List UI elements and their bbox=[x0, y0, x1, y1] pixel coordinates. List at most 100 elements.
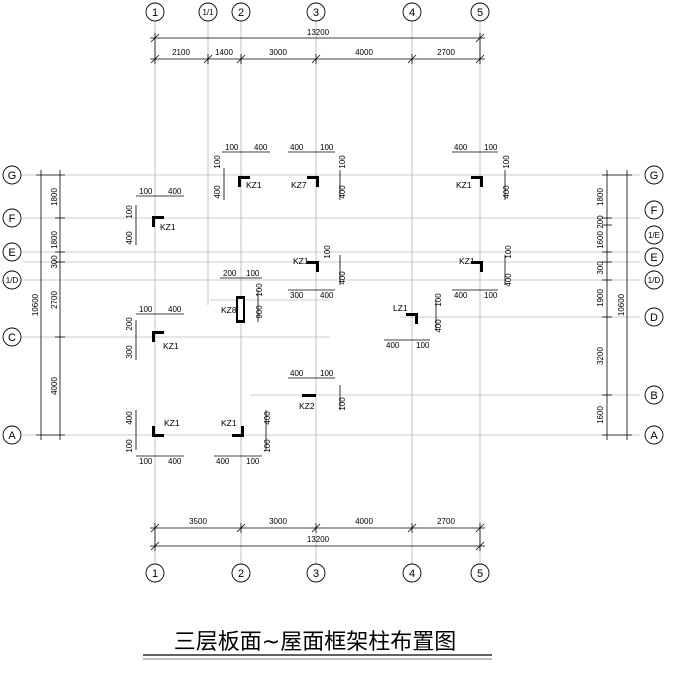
column-dim: 200 bbox=[223, 269, 237, 278]
column-dim: 100 bbox=[213, 155, 222, 169]
column-label: KZ1 bbox=[246, 180, 262, 190]
axis-bubble-right-1-D: 1/D bbox=[648, 276, 661, 285]
column-dim: 100 bbox=[125, 205, 134, 219]
axis-bubble-left-A: A bbox=[8, 430, 16, 442]
dim-left-total: 10600 bbox=[31, 293, 40, 316]
column-label: KZ2 bbox=[299, 401, 315, 411]
column-dim: 300 bbox=[290, 291, 304, 300]
column-dim: 100 bbox=[416, 341, 430, 350]
axis-bubble-right-1-E: 1/E bbox=[648, 231, 660, 240]
column-label: KZ1 bbox=[164, 418, 180, 428]
dim-right-total: 10600 bbox=[617, 293, 626, 316]
column-dim: 400 bbox=[125, 231, 134, 245]
column-kz1: KZ1 400 100 100 400 bbox=[125, 411, 182, 466]
axis-bubble-bottom-2: 2 bbox=[238, 568, 244, 580]
dim-left-seg: 1800 bbox=[50, 231, 59, 249]
column-dim: 400 bbox=[263, 411, 272, 425]
axis-bubble-top-1-1: 1/1 bbox=[202, 8, 214, 17]
dim-right-seg: 300 bbox=[596, 261, 605, 275]
column-label: KZ7 bbox=[291, 180, 307, 190]
left-dimension-chain: 1800 1800 300 2700 4000 10600 bbox=[31, 170, 65, 440]
column-lz1: KZ1 400 100 100 400 bbox=[454, 245, 513, 300]
column-kz1: KZ1 100 400 400 100 bbox=[125, 187, 182, 245]
column-label: KZ1 bbox=[456, 180, 472, 190]
top-dimension-chain: 13200 2100 1400 3000 4000 2700 bbox=[150, 28, 485, 64]
column-dim: 100 bbox=[139, 457, 153, 466]
axis-bubble-right-A: A bbox=[650, 430, 658, 442]
column-kz1: KZ1 100 400 300 400 bbox=[290, 245, 347, 300]
column-dim: 100 bbox=[504, 245, 513, 259]
column-dim: 100 bbox=[246, 269, 260, 278]
axis-bubble-left-1-D: 1/D bbox=[6, 276, 19, 285]
dim-right-seg: 200 bbox=[596, 215, 605, 229]
dim-top-seg: 2700 bbox=[437, 48, 455, 57]
drawing-title: 三层板面~屋面框架柱布置图 bbox=[174, 630, 456, 655]
dim-left-seg: 2700 bbox=[50, 291, 59, 309]
axis-bubble-left-G: G bbox=[8, 170, 17, 182]
dim-right-seg: 1600 bbox=[596, 406, 605, 424]
dim-right-seg: 3200 bbox=[596, 347, 605, 365]
column-dim: 400 bbox=[254, 143, 268, 152]
dim-bottom-total: 13200 bbox=[307, 535, 330, 544]
column-lz1: LZ1 400 100 100 400 bbox=[386, 293, 443, 350]
column-kz1: KZ1 100 400 200 300 bbox=[125, 305, 182, 359]
column-dim: 100 bbox=[246, 457, 260, 466]
axis-bubble-bottom-4: 4 bbox=[409, 568, 415, 580]
column-dim-ticks bbox=[135, 151, 506, 457]
axis-bubble-bottom-1: 1 bbox=[152, 568, 158, 580]
column-dim: 100 bbox=[320, 143, 334, 152]
column-label: LZ1 bbox=[393, 303, 408, 313]
column-dim: 400 bbox=[454, 143, 468, 152]
axis-bubble-top-3: 3 bbox=[313, 7, 319, 19]
column-dim: 900 bbox=[255, 305, 264, 319]
axis-bubble-right-B: B bbox=[650, 390, 657, 402]
dim-right-seg: 1900 bbox=[596, 289, 605, 307]
column-kz7: KZ7 400 100 100 400 bbox=[290, 143, 347, 199]
column-dim: 400 bbox=[454, 291, 468, 300]
bottom-dimension-chain: 3500 3000 4000 2700 13200 bbox=[150, 517, 485, 551]
axis-bubble-right-F: F bbox=[651, 205, 658, 217]
dim-bottom-seg: 4000 bbox=[355, 517, 373, 526]
column-dim: 100 bbox=[225, 143, 239, 152]
dim-top-seg: 4000 bbox=[355, 48, 373, 57]
column-dim: 100 bbox=[434, 293, 443, 307]
right-dimension-chain: 1800 200 1600 300 1900 3200 1600 10600 bbox=[596, 170, 632, 440]
column-label: KZ8 bbox=[221, 305, 237, 315]
dim-top-seg: 3000 bbox=[269, 48, 287, 57]
column-dim: 100 bbox=[139, 305, 153, 314]
column-dim: 200 bbox=[125, 317, 134, 331]
column-kz1: KZ1 400 100 400 100 bbox=[216, 411, 272, 466]
column-dim: 400 bbox=[216, 457, 230, 466]
column-dim: 400 bbox=[338, 271, 347, 285]
column-label: KZ1 bbox=[293, 256, 309, 266]
column-dim: 100 bbox=[255, 283, 264, 297]
column-dim: 100 bbox=[338, 155, 347, 169]
grid-lines bbox=[22, 20, 640, 563]
column-dim: 100 bbox=[323, 245, 332, 259]
column-label: KZ1 bbox=[459, 256, 475, 266]
column-dim: 100 bbox=[263, 439, 272, 453]
column-kz1: KZ1 100 400 400 100 bbox=[213, 143, 268, 199]
axis-bubble-top-4: 4 bbox=[409, 7, 415, 19]
axis-bubble-bottom-3: 3 bbox=[313, 568, 319, 580]
dim-bottom-seg: 3500 bbox=[189, 517, 207, 526]
axis-bubble-right-D: D bbox=[650, 312, 658, 324]
dim-right-seg: 1800 bbox=[596, 188, 605, 206]
axis-bubble-top-2: 2 bbox=[238, 7, 244, 19]
column-label: KZ1 bbox=[160, 222, 176, 232]
column-dim: 400 bbox=[320, 291, 334, 300]
dim-right-seg: 1600 bbox=[596, 231, 605, 249]
axis-bubble-left-C: C bbox=[8, 332, 16, 344]
column-dim: 100 bbox=[125, 439, 134, 453]
column-kz8: KZ8 200 100 100 900 bbox=[221, 269, 264, 323]
column-dim: 400 bbox=[125, 411, 134, 425]
column-dim: 100 bbox=[320, 369, 334, 378]
column-kz1: KZ1 400 100 100 400 bbox=[454, 143, 511, 199]
column-dim: 300 bbox=[125, 345, 134, 359]
column-dim: 100 bbox=[484, 291, 498, 300]
axis-bubble-top-1: 1 bbox=[152, 7, 158, 19]
axis-bubble-left-F: F bbox=[9, 213, 16, 225]
dim-top-total: 13200 bbox=[307, 28, 330, 37]
axis-bubble-left-E: E bbox=[8, 247, 15, 259]
column-dim: 400 bbox=[290, 143, 304, 152]
